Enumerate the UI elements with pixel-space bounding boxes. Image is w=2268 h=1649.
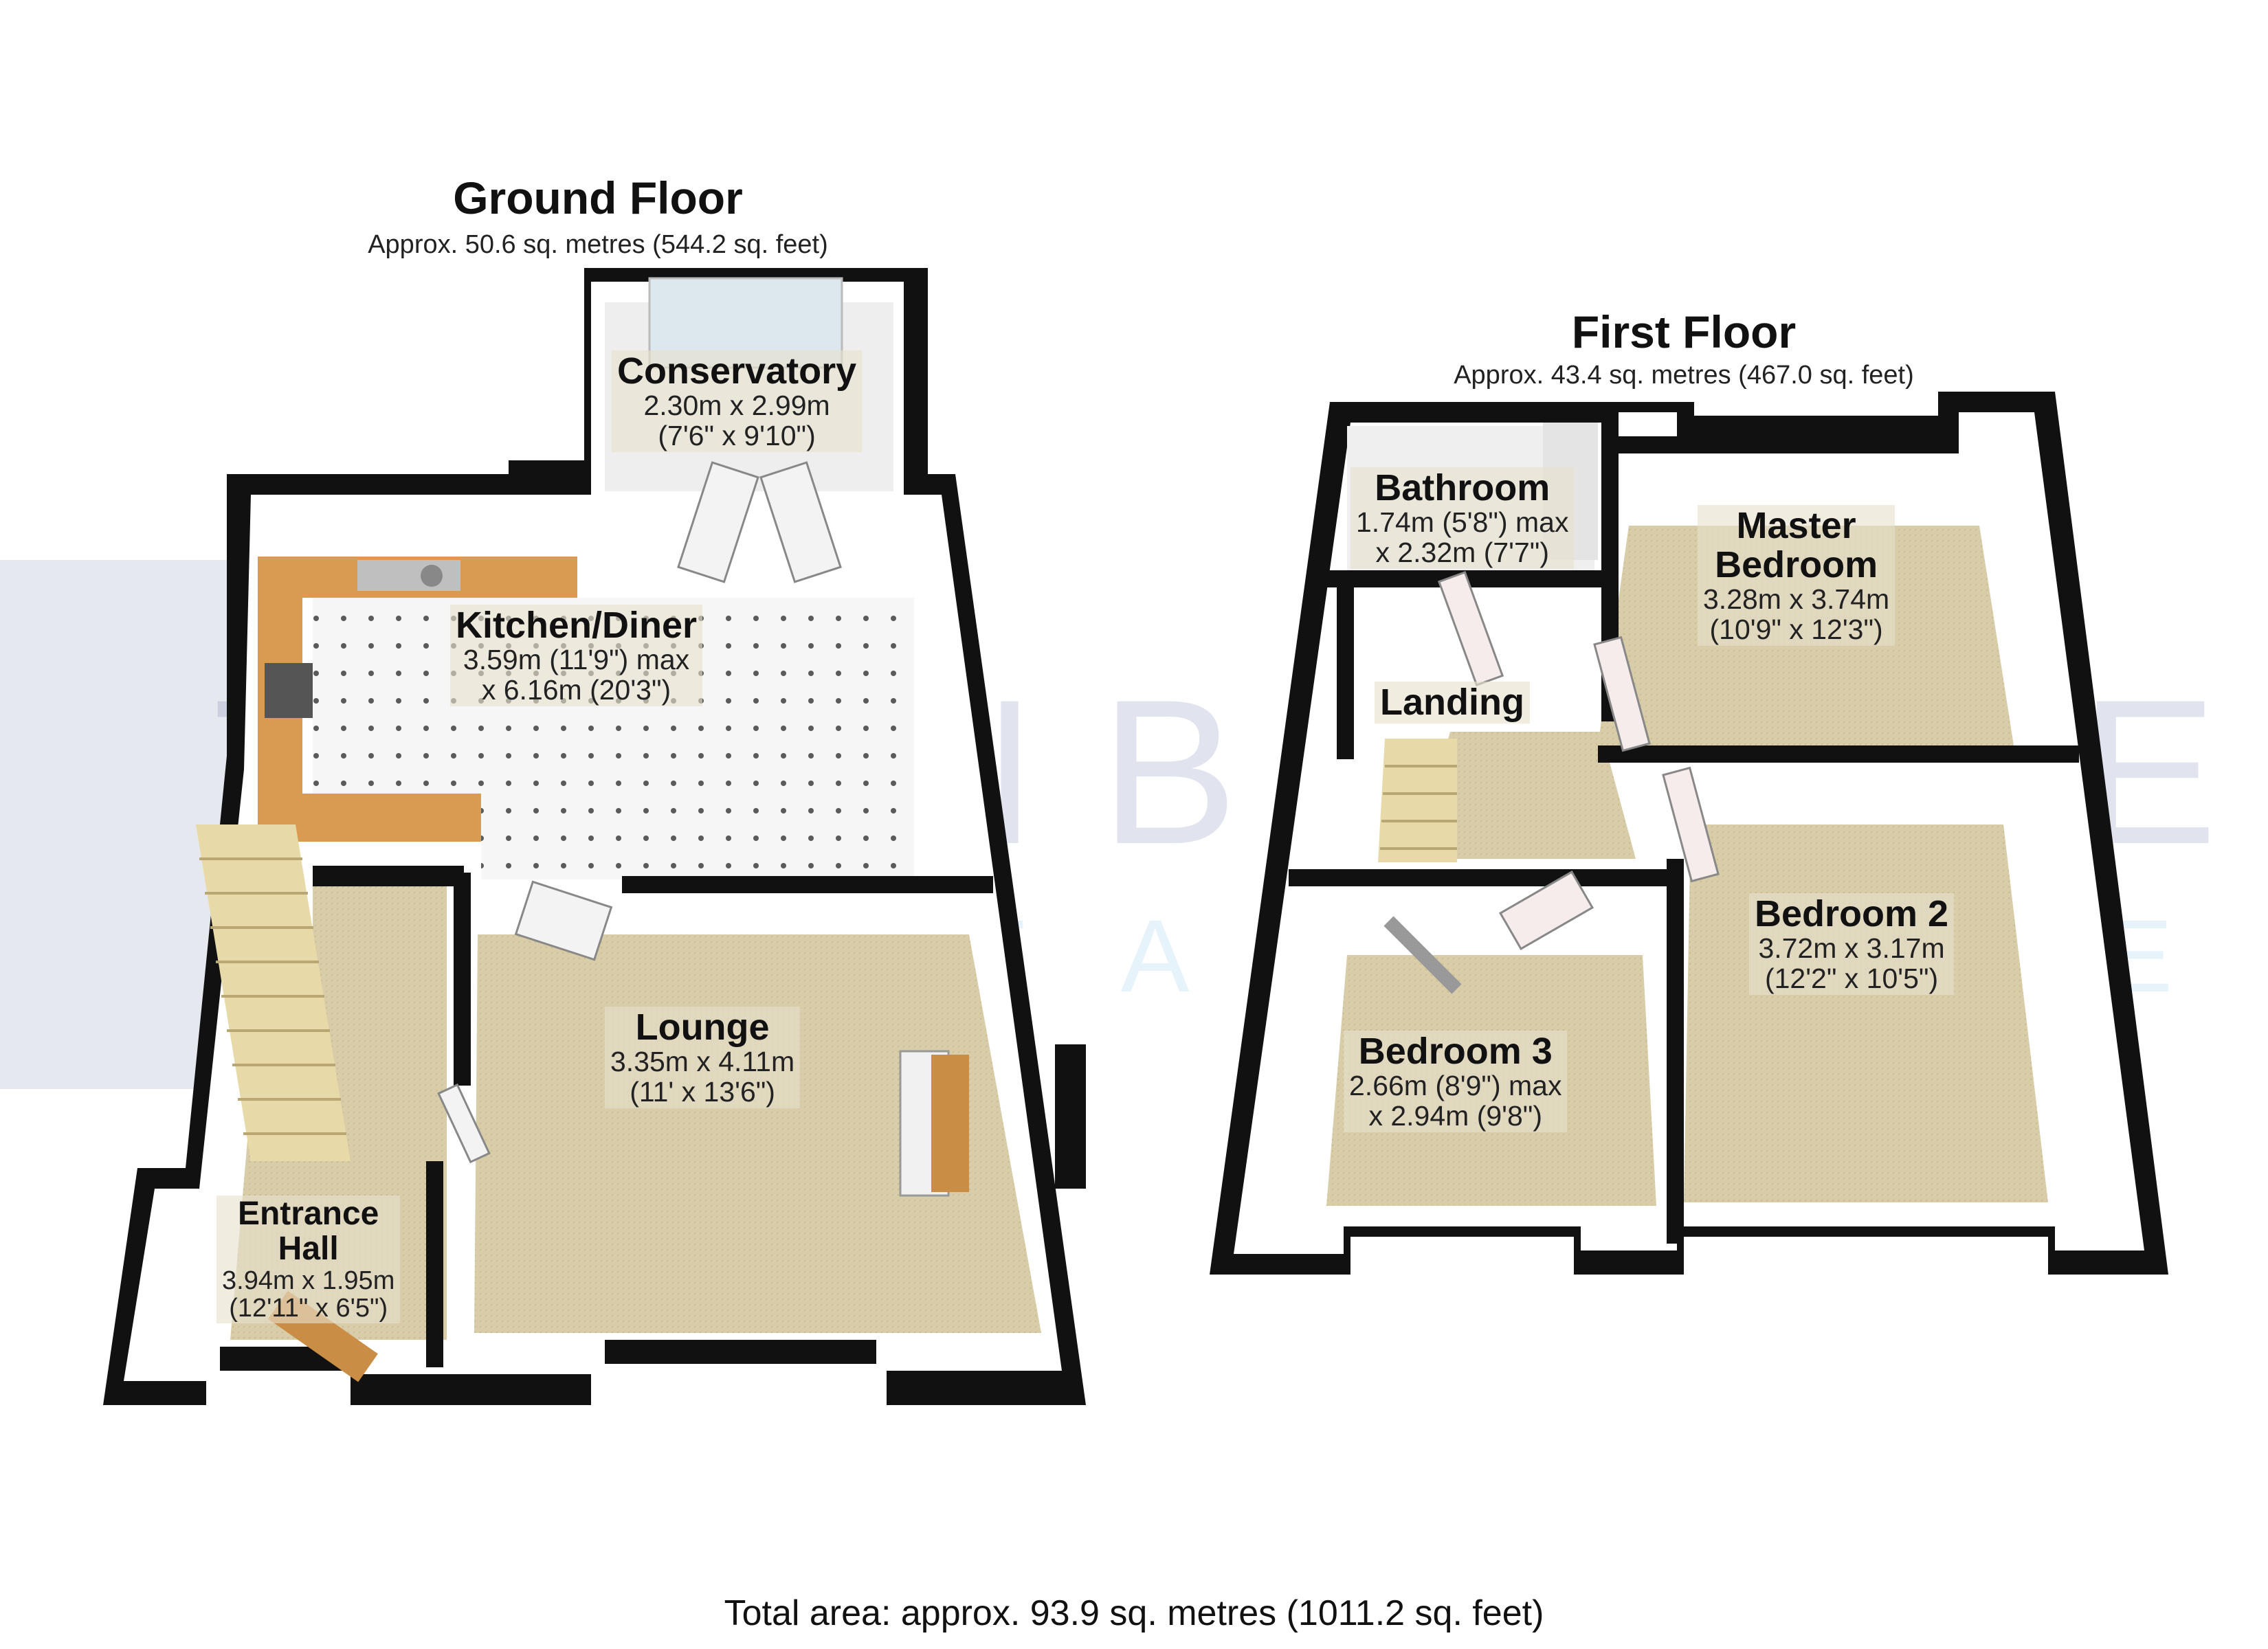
- hob: [265, 663, 313, 718]
- room-name: Landing: [1380, 682, 1524, 723]
- ground-wall-hall-top: [313, 866, 464, 886]
- room-label-bedroom-2: Bedroom 2 3.72m x 3.17m (12'2" x 10'5"): [1749, 893, 1955, 996]
- conservatory-door-right: [759, 461, 842, 583]
- room-dim: (10'9" x 12'3"): [1709, 613, 1883, 645]
- ground-floor-stairs: [196, 824, 351, 1161]
- kitchen-worktop: [258, 557, 577, 842]
- room-label-master-bedroom: Master Bedroom 3.28m x 3.74m (10'9" x 12…: [1698, 505, 1895, 647]
- room-name: Conservatory: [617, 350, 857, 392]
- room-name: Bathroom: [1375, 467, 1550, 508]
- ground-wall-hall-lounge-lower: [426, 1161, 443, 1367]
- lounge-door: [514, 880, 613, 961]
- room-name: Bedroom 3: [1358, 1031, 1553, 1072]
- room-name: Kitchen/Diner: [456, 605, 698, 646]
- first-wall-master-bed2: [1598, 745, 2079, 763]
- room-label-kitchen-diner: Kitchen/Diner 3.59m (11'9") max x 6.16m …: [450, 605, 703, 707]
- room-dim: (12'11" x 6'5"): [229, 1294, 388, 1323]
- room-dim: 3.59m (11'9") max: [463, 644, 690, 676]
- room-name-line: Bedroom: [1715, 544, 1878, 586]
- room-name-line: Master: [1736, 505, 1856, 546]
- first-floor-area: Approx. 43.4 sq. metres (467.0 sq. feet): [1454, 361, 1914, 390]
- room-name-line: Hall: [278, 1230, 339, 1267]
- room-dim: x 2.32m (7'7"): [1375, 536, 1549, 568]
- room-dim: 3.35m x 4.11m: [610, 1046, 795, 1078]
- first-wall-landing-left: [1337, 587, 1354, 759]
- room-label-bedroom-3: Bedroom 3 2.66m (8'9") max x 2.94m (9'8"…: [1344, 1031, 1568, 1133]
- first-floor-stairs: [1378, 739, 1457, 862]
- room-dim: (12'2" x 10'5"): [1764, 962, 1939, 994]
- ground-floor-title: Ground Floor: [453, 172, 743, 223]
- room-dim: x 2.94m (9'8"): [1368, 1099, 1542, 1132]
- bedroom-2-door: [1662, 766, 1720, 883]
- room-dim: 3.28m x 3.74m: [1703, 583, 1890, 616]
- sink: [357, 560, 460, 591]
- room-dim: 2.30m x 2.99m: [643, 390, 830, 422]
- room-dim: 3.94m x 1.95m: [222, 1266, 395, 1295]
- fireplace-hearth: [931, 1055, 969, 1192]
- first-wall-landing-bed3: [1289, 869, 1674, 886]
- landing-floor: [1416, 732, 1636, 859]
- ground-wall-hall-lounge: [454, 873, 471, 1086]
- room-label-conservatory: Conservatory 2.30m x 2.99m (7'6" x 9'10"…: [612, 350, 863, 453]
- bedroom-3-door: [1498, 870, 1594, 951]
- master-bedroom-door: [1593, 636, 1651, 752]
- room-dim: (7'6" x 9'10"): [658, 419, 816, 451]
- hall-door: [437, 1083, 491, 1164]
- room-name: Bedroom 2: [1755, 893, 1949, 934]
- conservatory-door-left: [677, 461, 759, 583]
- room-dim: x 6.16m (20'3"): [481, 673, 671, 706]
- room-name-line: Entrance: [237, 1196, 379, 1232]
- total-area: Total area: approx. 93.9 sq. metres (101…: [724, 1593, 1544, 1633]
- room-label-bathroom: Bathroom 1.74m (5'8") max x 2.32m (7'7"): [1350, 467, 1575, 570]
- room-dim: 2.66m (8'9") max: [1349, 1070, 1562, 1102]
- room-label-entrance-hall: Entrance Hall 3.94m x 1.95m (12'11" x 6'…: [216, 1196, 401, 1324]
- lounge-bay: [1055, 1044, 1086, 1189]
- first-floor-title: First Floor: [1571, 306, 1797, 357]
- sink-basin: [421, 565, 443, 587]
- ground-wall-kitchen-lounge: [622, 876, 993, 893]
- room-dim: (11' x 13'6"): [630, 1075, 775, 1108]
- room-label-landing: Landing: [1375, 682, 1530, 724]
- ground-floor-area: Approx. 50.6 sq. metres (544.2 sq. feet): [368, 230, 828, 259]
- room-dim: 3.72m x 3.17m: [1758, 932, 1945, 965]
- room-dim: 1.74m (5'8") max: [1356, 506, 1569, 539]
- cupboard-door: [1383, 916, 1462, 994]
- first-wall-bed2-bed3: [1667, 859, 1684, 1244]
- bedroom-2-floor: [1684, 824, 2048, 1202]
- room-label-lounge: Lounge 3.35m x 4.11m (11' x 13'6"): [605, 1007, 801, 1109]
- bathroom-door: [1437, 571, 1504, 686]
- room-name: Lounge: [635, 1007, 770, 1048]
